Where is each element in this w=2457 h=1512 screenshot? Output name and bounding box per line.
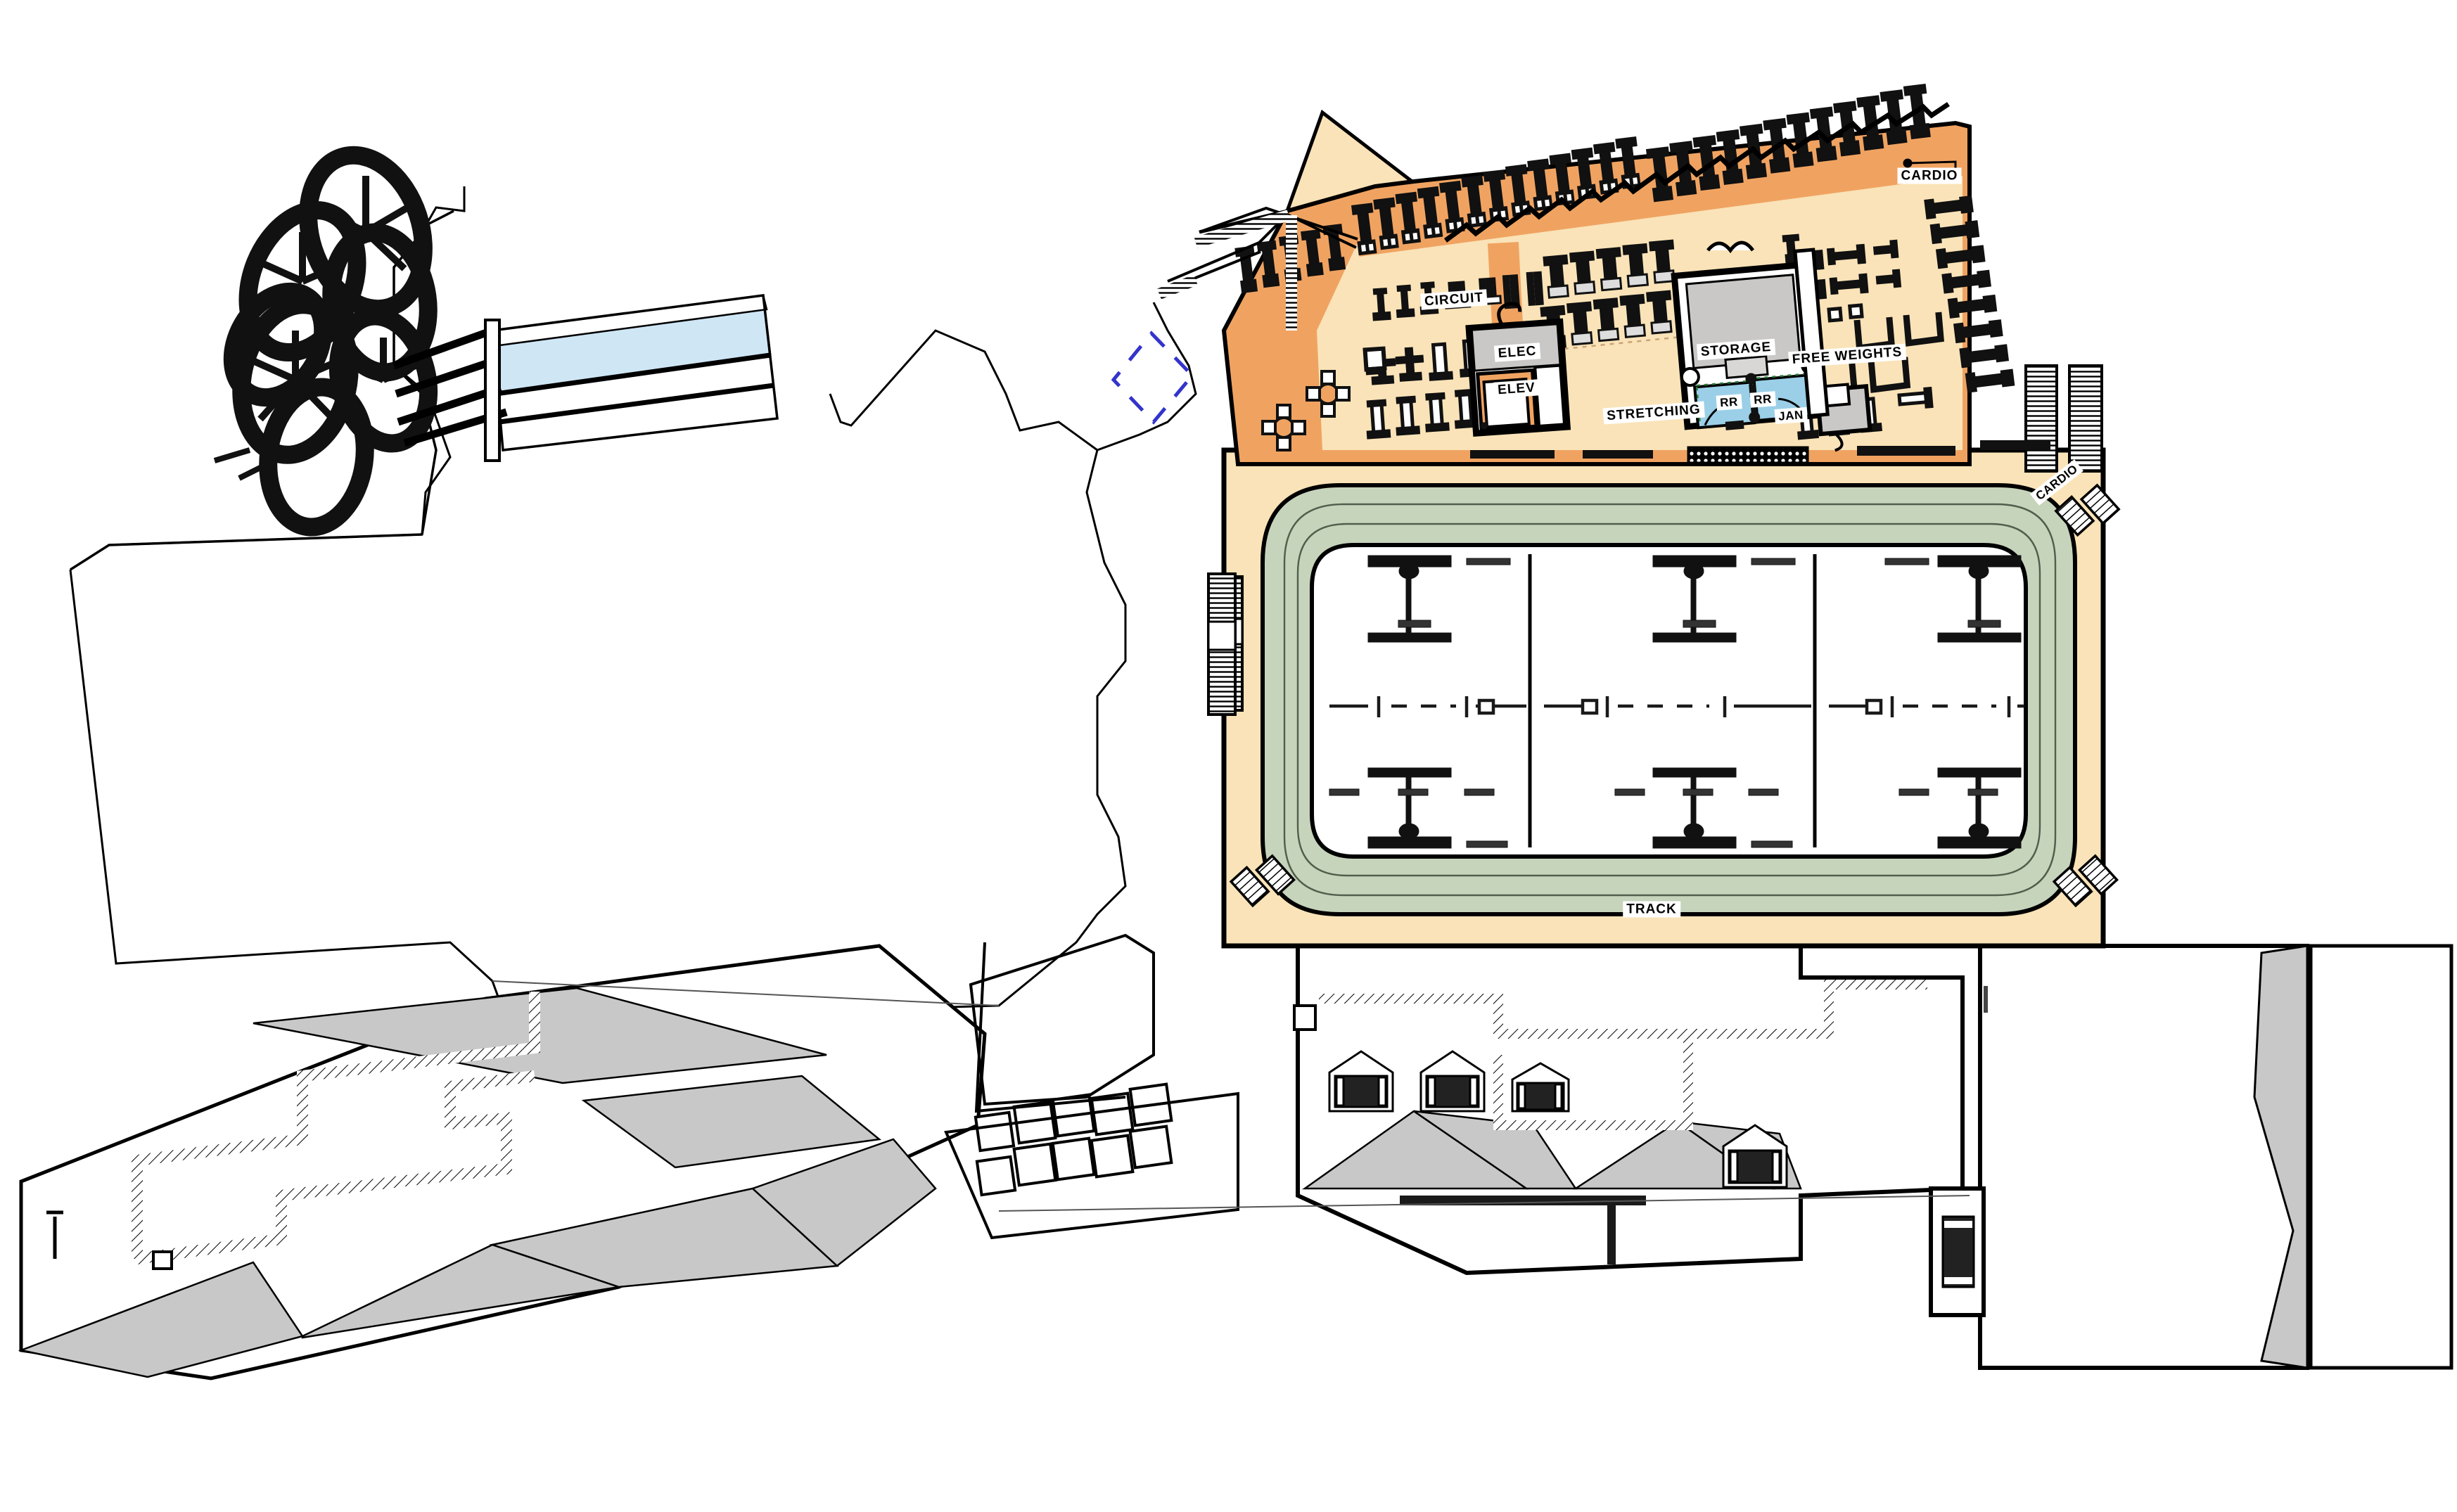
cafe-tables [1261,370,1351,451]
southwest-existing-wing [18,944,987,1380]
west-vertical-circulation [1207,364,2103,716]
room-label-elec: ELEC [1493,342,1541,362]
hoop-top-1 [1367,555,1452,643]
pool-water-feature [393,294,779,462]
hoop-top-3 [1937,555,2022,643]
hoop-bottom-1 [1367,767,1452,849]
court-center-lines [1329,696,2024,717]
courtyard-planters [974,1082,1173,1197]
south-existing-building [1293,944,1965,1276]
hoop-bottom-2 [1652,767,1737,849]
gymnasium-courts [1329,554,2024,849]
room-label-cardio-top: CARDIO [1897,167,1962,184]
running-track-oval [1261,483,2077,916]
stretching-mats [1536,239,1689,353]
grade-lines [492,980,1970,1212]
tree-cluster-icon [213,146,438,537]
west-ramp-hatch [1157,210,1297,331]
fitness-level-floorplate [1157,84,2015,466]
cardio-row-east [1924,195,2015,393]
room-label-elev: ELEV [1493,379,1540,399]
room-label-rr-right: RR [1749,391,1776,408]
east-service-shaft [1929,1186,1986,1317]
hoop-bottom-3 [1937,767,2022,849]
roof-skylights [1328,1050,1788,1189]
break-line [1443,102,1950,243]
future-expansion-outline [1111,331,1195,425]
courtyard-outline [944,933,1239,1240]
room-label-rr-left: RR [1716,394,1742,411]
hoop-top-2 [1652,555,1737,643]
room-label-track: TRACK [1623,901,1680,918]
east-existing-blocks [1929,944,2453,1370]
facade-grille-bands [1470,440,2050,464]
room-label-jan: JAN [1774,406,1808,425]
court-hash-marks [1329,558,2001,848]
basketball-hoops [1329,555,2022,849]
